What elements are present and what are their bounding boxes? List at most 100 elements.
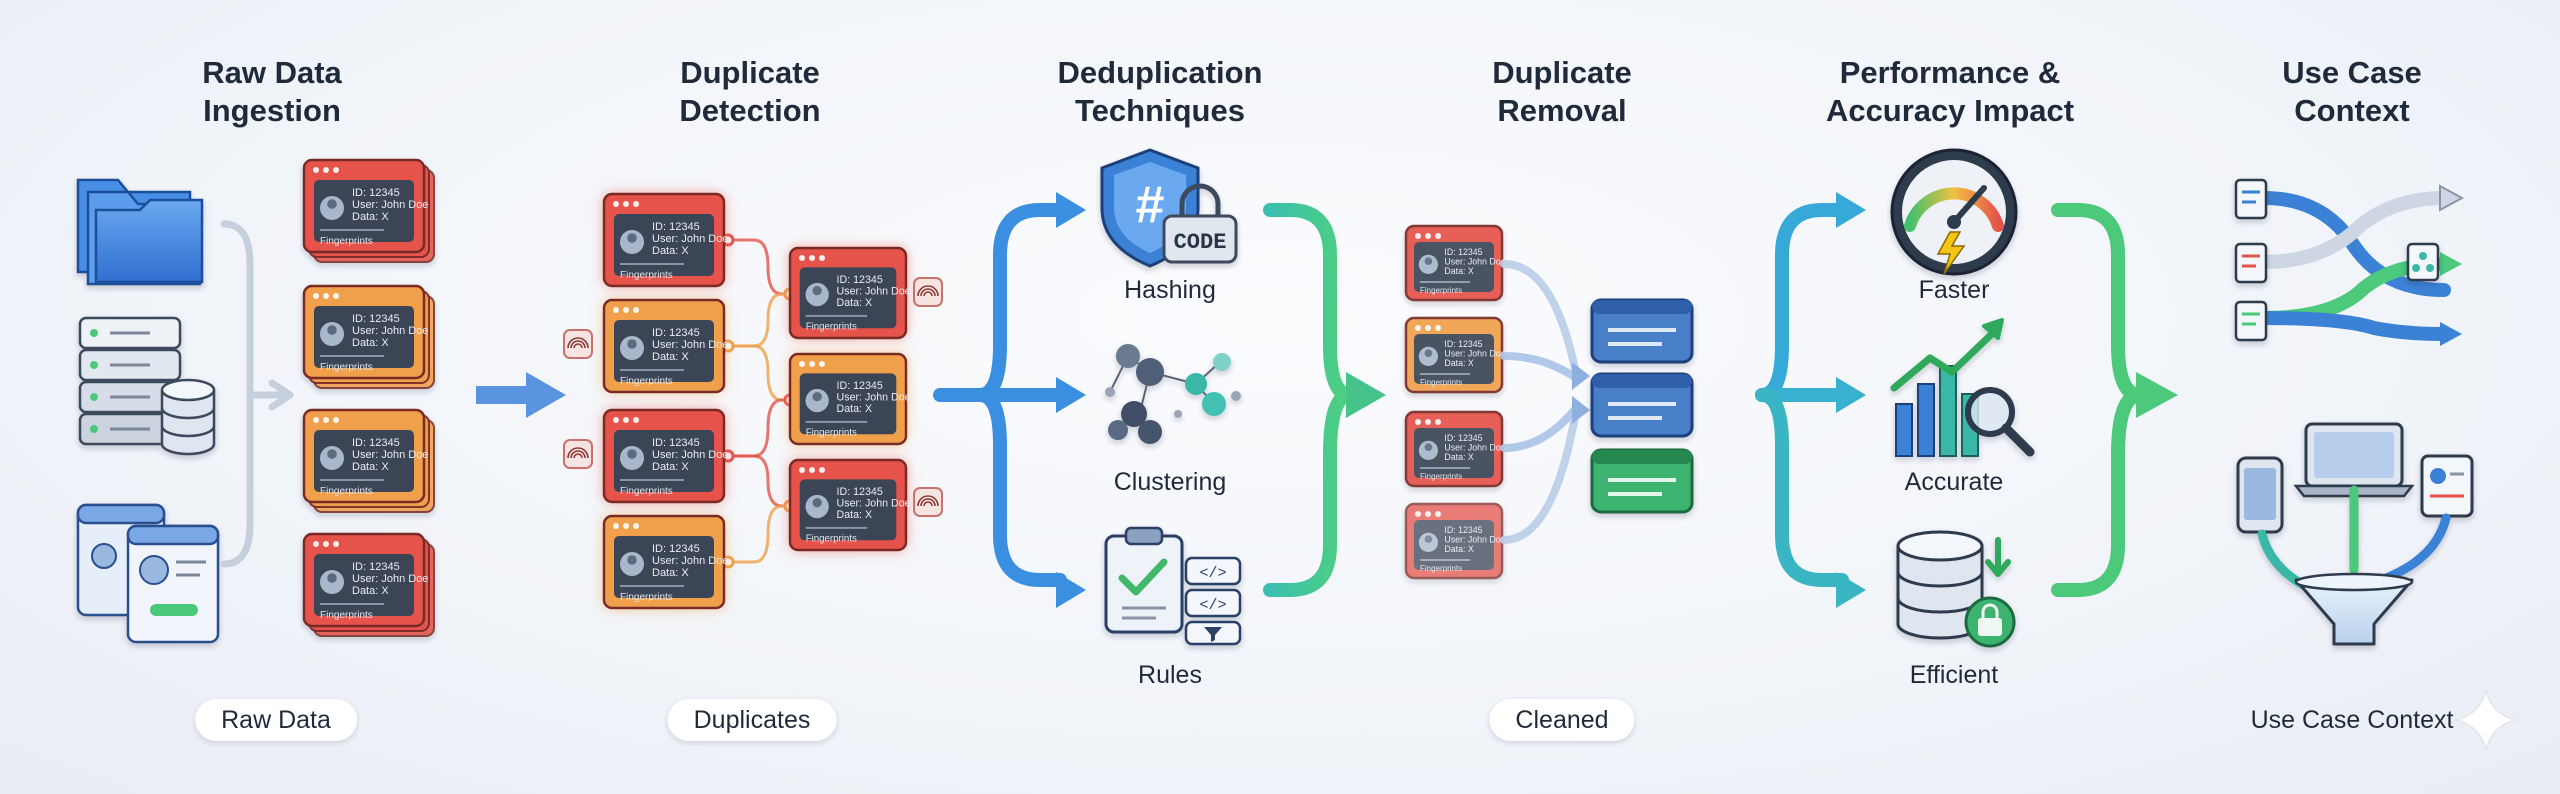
- hash-shield-icon: # CODE: [1100, 148, 1238, 268]
- chart-magnifier-icon: [1890, 318, 2035, 457]
- ingest-arrow-head: [268, 379, 294, 411]
- stage-title-detection: Duplicate Detection: [679, 55, 821, 128]
- impact-arrow-head-mid: [1836, 377, 1866, 413]
- record-data: Data: X: [652, 245, 689, 257]
- pill-raw-data: Raw Data: [195, 699, 357, 741]
- removal-flow-lines: [1500, 260, 1580, 544]
- record-data: Data: X: [1444, 544, 1473, 554]
- pill-duplicates: Duplicates: [667, 699, 837, 741]
- svg-text:</>: </>: [1199, 597, 1226, 614]
- record-user: User: John Doe: [837, 286, 911, 298]
- record-data: Data: X: [1444, 266, 1473, 276]
- impact-arrow-head-bottom: [1836, 572, 1866, 608]
- record-footer: Fingerprints: [320, 610, 373, 621]
- record-id: ID: 12345: [652, 543, 700, 555]
- technique-arrow-heads: [1056, 192, 1086, 608]
- record-id: ID: 12345: [1444, 247, 1482, 257]
- record-data: Data: X: [837, 297, 873, 309]
- record-data: Data: X: [1444, 358, 1473, 368]
- record-id: ID: 12345: [837, 380, 883, 392]
- arrow-to-detection: [476, 372, 566, 418]
- context-arrow-head: [2136, 372, 2178, 418]
- record-footer: Fingerprints: [1420, 378, 1462, 387]
- record-footer: Fingerprints: [1420, 472, 1462, 481]
- record-id: ID: 12345: [352, 437, 400, 449]
- record-user: User: John Doe: [652, 339, 728, 351]
- record-user: User: John Doe: [1444, 256, 1505, 266]
- record-id: ID: 12345: [352, 561, 400, 573]
- record-data: Data: X: [352, 211, 389, 223]
- technique-label-clustering: Clustering: [1113, 468, 1227, 496]
- record-user: User: John Doe: [837, 392, 911, 404]
- record-user: User: John Doe: [1444, 534, 1505, 544]
- record-id: ID: 12345: [652, 221, 700, 233]
- record-id: ID: 12345: [1444, 339, 1482, 349]
- record-user: User: John Doe: [1444, 442, 1505, 452]
- record-id: ID: 12345: [837, 486, 883, 498]
- server-database-icon: [78, 316, 216, 456]
- record-footer: Fingerprints: [320, 362, 373, 373]
- impact-arrow-head-top: [1836, 192, 1866, 228]
- record-footer: Fingerprints: [1420, 286, 1462, 295]
- user-documents-icon: [76, 503, 220, 644]
- record-user: User: John Doe: [837, 498, 911, 510]
- record-id: ID: 12345: [652, 327, 700, 339]
- record-id: ID: 12345: [1444, 433, 1482, 443]
- technique-label-rules: Rules: [1138, 661, 1202, 689]
- record-data: Data: X: [352, 337, 389, 349]
- devices-funnel-icon: [2236, 422, 2474, 646]
- record-data: Data: X: [837, 509, 873, 521]
- merge-from-impacts: [2051, 203, 2147, 597]
- record-id: ID: 12345: [1444, 525, 1482, 535]
- record-footer: Fingerprints: [320, 486, 373, 497]
- stage-title-removal: Duplicate Removal: [1492, 55, 1632, 128]
- impact-label-faster: Faster: [1918, 276, 1990, 304]
- sparkle-icon: [2455, 689, 2517, 751]
- record-user: User: John Doe: [352, 449, 428, 461]
- record-user: User: John Doe: [352, 573, 428, 585]
- record-footer: Fingerprints: [806, 533, 857, 544]
- svg-text:#: #: [1136, 176, 1165, 234]
- cleaned-records: [1590, 298, 1694, 514]
- ingest-bracket: [220, 220, 292, 568]
- merge-from-techniques: [1249, 203, 1357, 597]
- code-badge-text: CODE: [1174, 230, 1227, 255]
- fingerprint-icon: [563, 329, 593, 359]
- record-data: Data: X: [652, 351, 689, 363]
- removal-arrow-heads: [1572, 362, 1590, 424]
- pill-use-case-context: Use Case Context: [2250, 706, 2454, 734]
- svg-text:</>: </>: [1199, 565, 1226, 582]
- record-id: ID: 12345: [352, 313, 400, 325]
- technique-label-hashing: Hashing: [1124, 276, 1216, 304]
- record-data: Data: X: [352, 461, 389, 473]
- record-user: User: John Doe: [352, 325, 428, 337]
- stage-title-techniques: Deduplication Techniques: [1057, 55, 1263, 128]
- record-footer: Fingerprints: [620, 592, 673, 603]
- duplicate-links: [721, 233, 797, 569]
- speedometer-icon: [1890, 148, 2018, 276]
- record-id: ID: 12345: [837, 274, 883, 286]
- stage-title-ingestion: Raw Data Ingestion: [202, 55, 342, 128]
- fingerprint-icon: [563, 439, 593, 469]
- record-footer: Fingerprints: [620, 270, 673, 281]
- record-id: ID: 12345: [652, 437, 700, 449]
- record-data: Data: X: [837, 403, 873, 415]
- record-user: User: John Doe: [1444, 348, 1505, 358]
- record-user: User: John Doe: [652, 555, 728, 567]
- record-user: User: John Doe: [352, 199, 428, 211]
- record-data: Data: X: [652, 567, 689, 579]
